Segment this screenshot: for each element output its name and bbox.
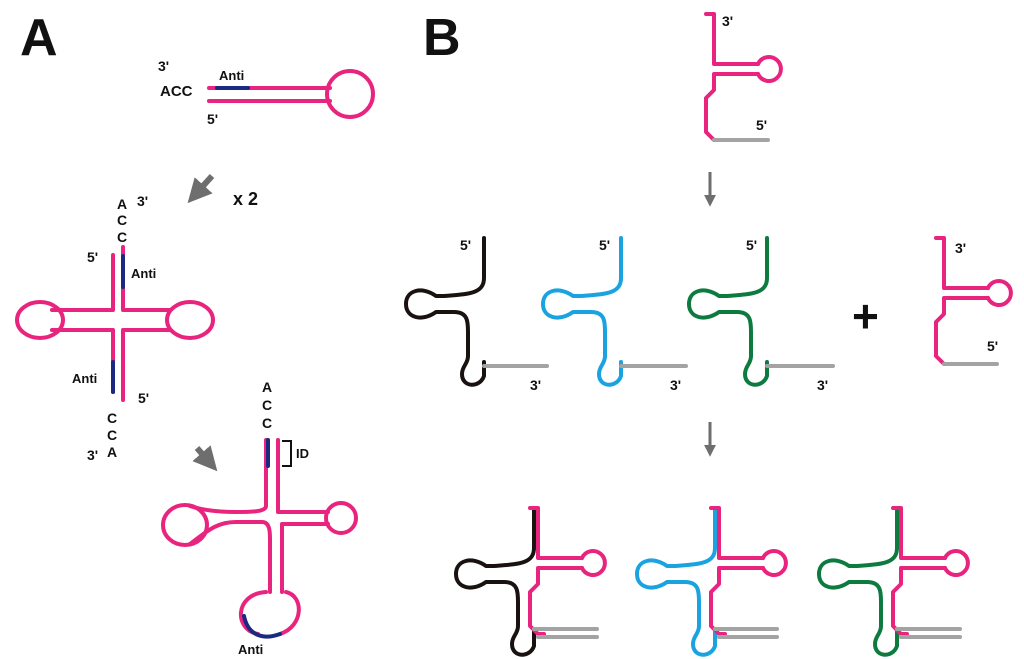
black-three-prime: 3': [530, 377, 541, 393]
trna-a: A: [262, 379, 272, 395]
dimer-bottom-c1: C: [107, 410, 117, 426]
dimer-right-five-prime: 5': [138, 390, 149, 406]
plus-sign: +: [852, 290, 879, 342]
trna-c2: C: [262, 415, 272, 431]
id-bracket: [282, 440, 292, 467]
dimer-bottom-c2: C: [107, 427, 117, 443]
id-label: ID: [296, 446, 309, 461]
cyan-five-prime: 5': [599, 237, 610, 253]
trna-c1: C: [262, 397, 272, 413]
arrow-dimerize: [187, 173, 215, 204]
multiplier-label: x 2: [233, 189, 258, 209]
template-three-prime: 3': [722, 13, 733, 29]
hybrid-cyan: [635, 506, 788, 657]
pink-five-prime: 5': [987, 338, 998, 354]
dimer-top-a: A: [117, 196, 127, 212]
black-five-prime: 5': [460, 237, 471, 253]
hairpin-cyan: [541, 236, 688, 387]
dimer-anti-upper: Anti: [131, 266, 156, 281]
top-three-prime: 3': [158, 58, 169, 74]
pink-three-prime: 3': [955, 240, 966, 256]
dimer-structure: [15, 245, 215, 402]
dimer-anti-lower: Anti: [72, 371, 97, 386]
top-five-prime: 5': [207, 111, 218, 127]
template-five-prime: 5': [756, 117, 767, 133]
dimer-bottom-three-prime: 3': [87, 447, 98, 463]
dimer-bottom-a: A: [107, 444, 117, 460]
dimer-top-c1: C: [117, 212, 127, 228]
top-anti: Anti: [219, 68, 244, 83]
green-five-prime: 5': [746, 237, 757, 253]
hairpin-black: [404, 236, 549, 387]
template-top: [704, 12, 783, 142]
trna-structure: [161, 438, 358, 639]
green-three-prime: 3': [817, 377, 828, 393]
arrow-fold: [192, 445, 218, 472]
cyan-three-prime: 3': [670, 377, 681, 393]
hybrid-green: [817, 506, 970, 657]
dimer-top-three-prime: 3': [137, 193, 148, 209]
hairpin-green: [687, 236, 835, 387]
dimer-left-five-prime: 5': [87, 249, 98, 265]
dimer-top-c2: C: [117, 229, 127, 245]
panel-b-label: B: [423, 9, 461, 67]
template-pink: [934, 236, 1013, 366]
top-acc: ACC: [160, 83, 193, 100]
hairpin-top: [207, 69, 375, 119]
panel-a-label: A: [20, 9, 58, 67]
trna-anti: Anti: [238, 642, 263, 657]
hybrid-black: [454, 506, 607, 657]
